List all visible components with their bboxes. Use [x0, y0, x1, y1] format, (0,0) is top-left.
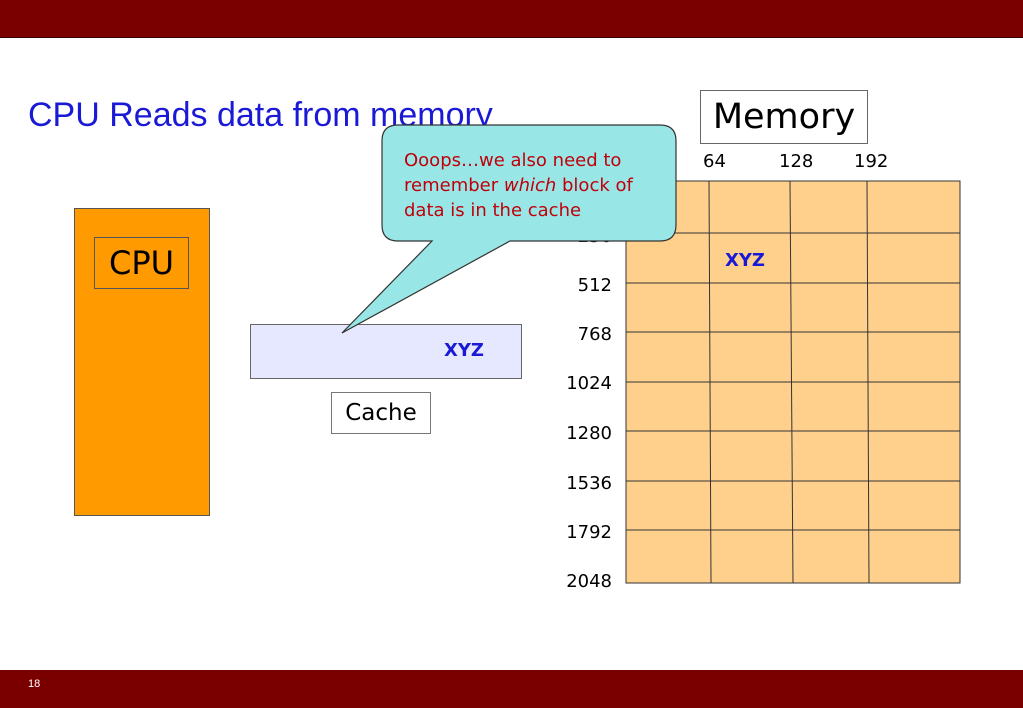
- memory-row-label: 512: [577, 275, 612, 296]
- callout-text: Ooops…we also need to remember which blo…: [404, 148, 664, 223]
- cache-data-xyz: XYZ: [444, 340, 484, 361]
- memory-row-label: 1536: [566, 473, 612, 494]
- callout-text-part: block of data is in the cache: [404, 175, 633, 221]
- callout-shape: [341, 124, 677, 334]
- callout-text-emphasis: which: [503, 175, 557, 196]
- memory-column-label: 192: [854, 151, 889, 172]
- top-bar: [0, 0, 1023, 38]
- cpu-block: [74, 208, 210, 516]
- memory-row-label: 1792: [566, 522, 612, 543]
- bottom-bar: 18: [0, 670, 1023, 708]
- memory-grid-lines: [626, 180, 960, 584]
- memory-column-label: 64: [703, 151, 726, 172]
- memory-column-label: 128: [779, 151, 814, 172]
- cpu-label: CPU: [94, 237, 189, 289]
- memory-row-label: 1024: [566, 373, 612, 394]
- memory-cell-xyz: XYZ: [725, 250, 765, 271]
- slide-number: 18: [28, 678, 41, 690]
- memory-row-label: 768: [577, 324, 612, 345]
- callout-text-part: Ooops…we also need to remember: [404, 150, 622, 196]
- memory-label: Memory: [700, 90, 868, 144]
- cache-block: [250, 324, 522, 379]
- memory-row-label: 2048: [566, 571, 612, 592]
- memory-row-label: 1280: [566, 423, 612, 444]
- cache-label: Cache: [331, 392, 431, 434]
